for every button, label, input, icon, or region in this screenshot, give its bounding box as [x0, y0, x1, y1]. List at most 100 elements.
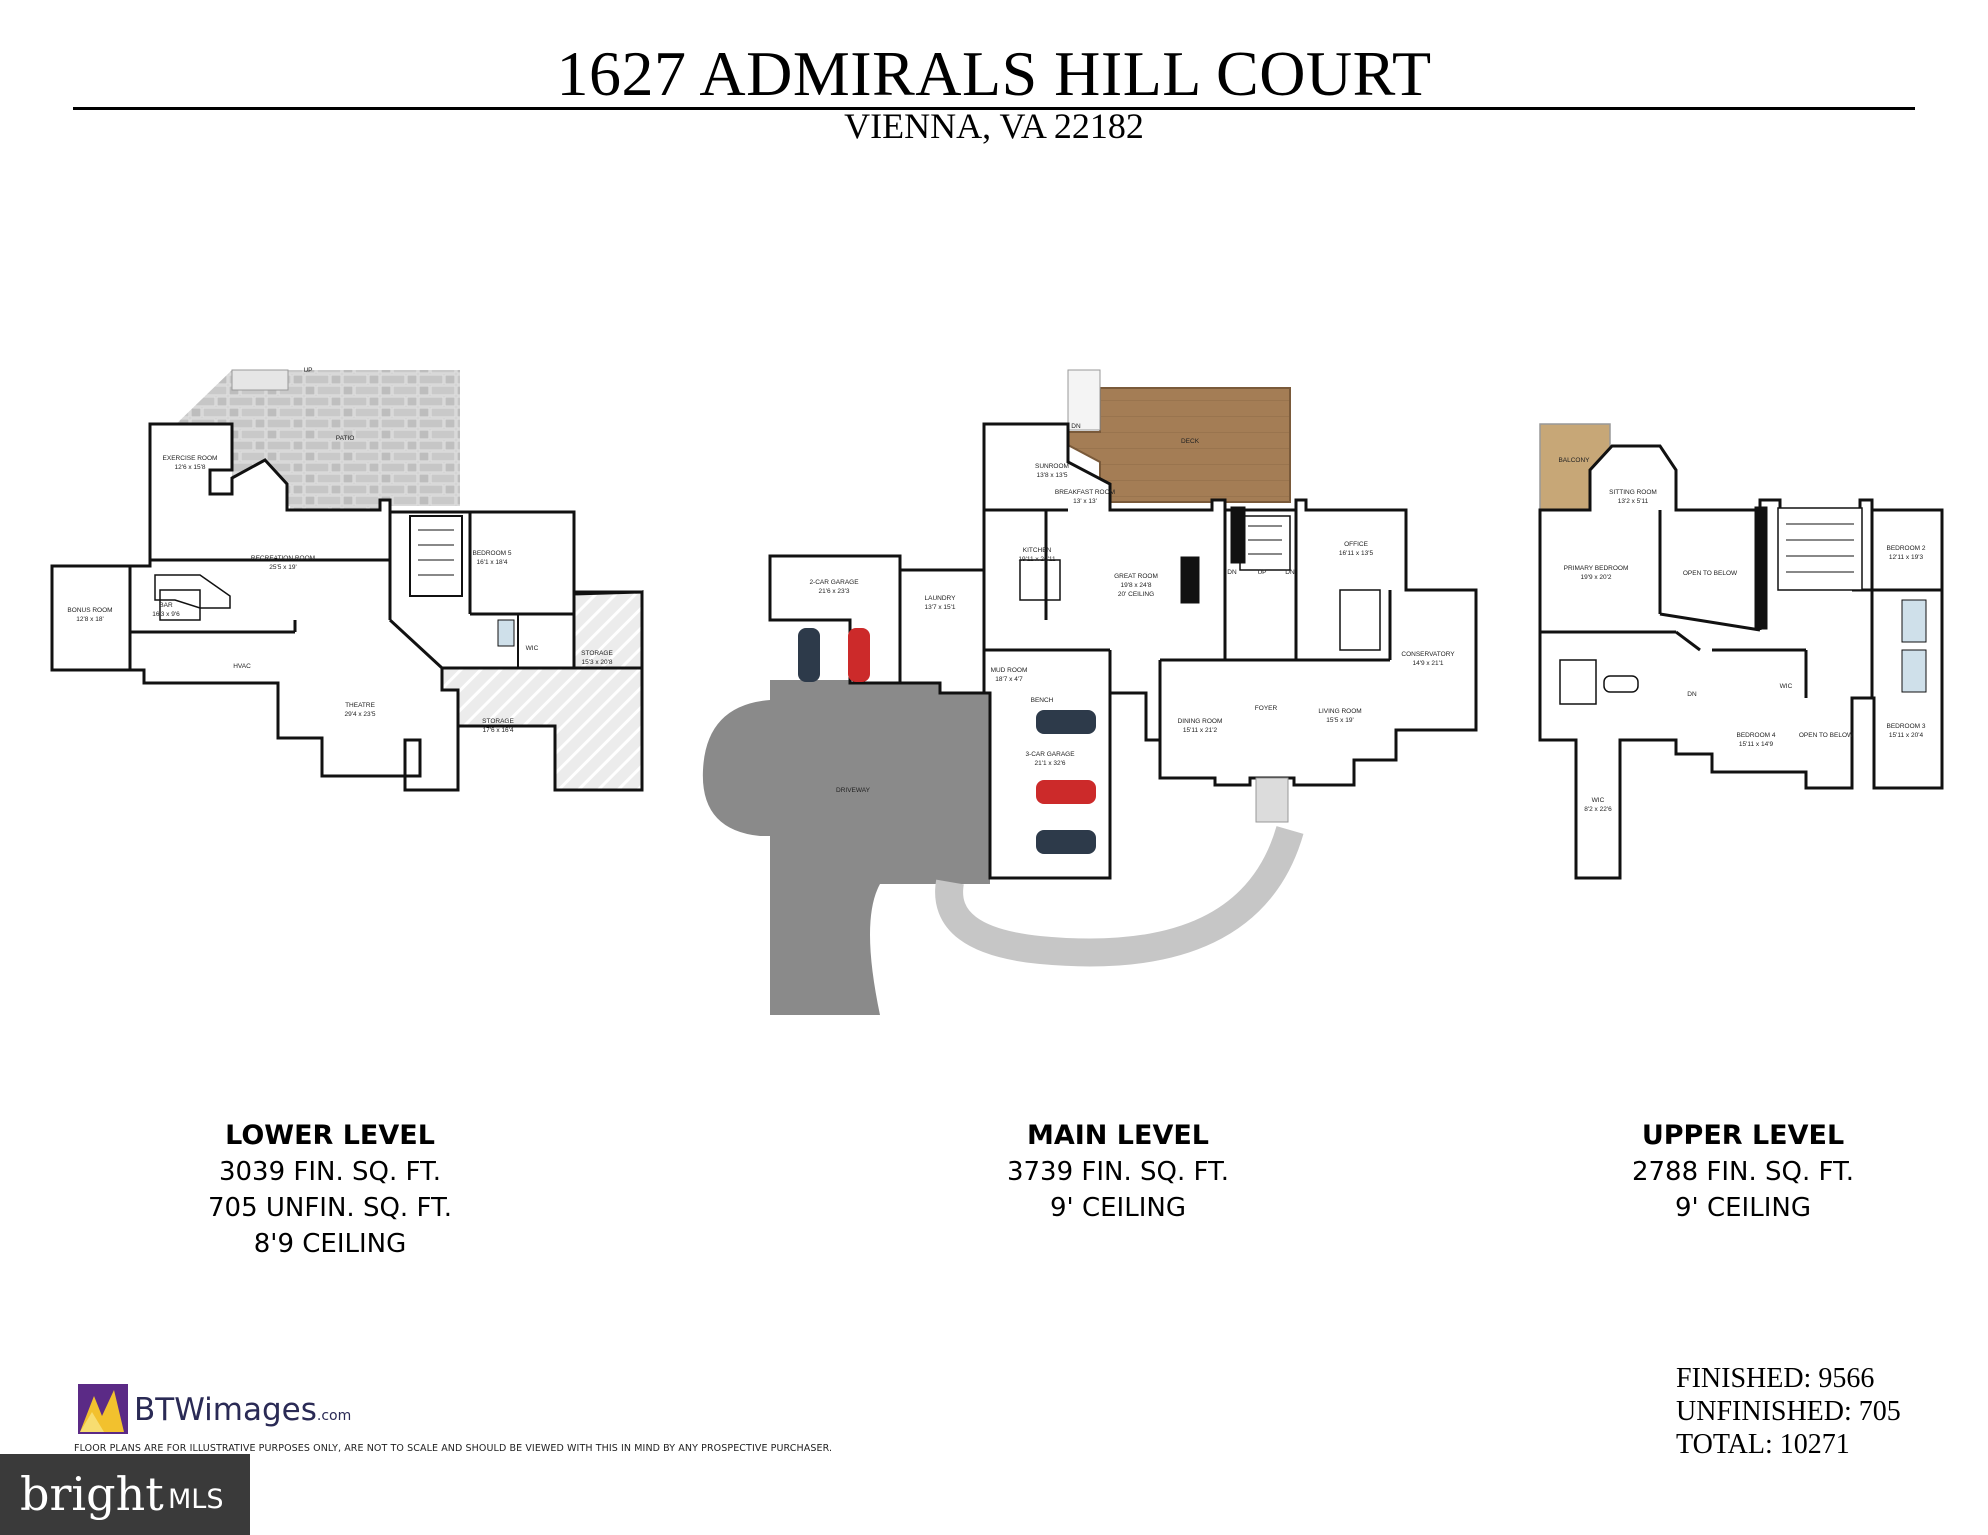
- upper-level-summary: UPPER LEVEL 2788 FIN. SQ. FT. 9' CEILING: [1493, 1118, 1988, 1226]
- svg-text:EXERCISE ROOM: EXERCISE ROOM: [163, 455, 218, 462]
- svg-text:3-CAR GARAGE: 3-CAR GARAGE: [1025, 751, 1075, 758]
- grand-total: TOTAL: 10271: [1676, 1429, 1850, 1460]
- svg-text:16'1 x 18'4: 16'1 x 18'4: [476, 559, 507, 566]
- main-outline: [768, 422, 1478, 880]
- svg-text:15'11 x 14'9: 15'11 x 14'9: [1739, 741, 1774, 748]
- svg-text:BEDROOM 5: BEDROOM 5: [472, 550, 511, 557]
- svg-text:SITTING ROOM: SITTING ROOM: [1609, 489, 1657, 496]
- bright-logo-text: bright: [20, 1467, 164, 1521]
- svg-text:BEDROOM 3: BEDROOM 3: [1886, 723, 1925, 730]
- svg-text:BEDROOM 2: BEDROOM 2: [1886, 545, 1925, 552]
- lower-level-plan: [50, 369, 644, 792]
- svg-text:OPEN TO BELOW: OPEN TO BELOW: [1799, 732, 1854, 739]
- svg-text:19'8 x 24'8: 19'8 x 24'8: [1120, 582, 1151, 589]
- unfinished-total: UNFINISHED: 705: [1676, 1396, 1901, 1427]
- floor-plans: UP PATIO EXERCISE ROOM 12'6 x 15'8 RECRE…: [50, 367, 1944, 1015]
- svg-text:DINING ROOM: DINING ROOM: [1178, 718, 1223, 725]
- page-title: 1627 ADMIRALS HILL COURT: [556, 38, 1432, 109]
- svg-text:12'6 x 15'8: 12'6 x 15'8: [174, 464, 205, 471]
- btw-logo-icon: [78, 1384, 128, 1434]
- upper-level-ceiling: 9' CEILING: [1675, 1193, 1811, 1223]
- svg-text:19'9 x 20'2: 19'9 x 20'2: [1580, 574, 1611, 581]
- svg-text:OPEN TO BELOW: OPEN TO BELOW: [1683, 570, 1738, 577]
- deck: [1067, 387, 1291, 503]
- svg-text:FOYER: FOYER: [1255, 705, 1278, 712]
- svg-text:LIVING ROOM: LIVING ROOM: [1318, 708, 1361, 715]
- svg-text:29'4 x 23'5: 29'4 x 23'5: [344, 711, 375, 718]
- svg-text:14'9 x 21'1: 14'9 x 21'1: [1412, 660, 1443, 667]
- svg-text:15'11 x 20'4: 15'11 x 20'4: [1889, 732, 1924, 739]
- svg-text:BALCONY: BALCONY: [1558, 457, 1590, 464]
- svg-text:WIC: WIC: [1780, 683, 1793, 690]
- svg-text:PRIMARY BEDROOM: PRIMARY BEDROOM: [1564, 565, 1629, 572]
- main-level-labels: DECK SUNROOM 13'8 x 13'5 BREAKFAST ROOM …: [809, 423, 1455, 794]
- page-subtitle: VIENNA, VA 22182: [844, 106, 1144, 146]
- svg-text:DN: DN: [1071, 423, 1081, 430]
- upper-level-finished: 2788 FIN. SQ. FT.: [1631, 1157, 1855, 1187]
- svg-text:15'3 x 20'8: 15'3 x 20'8: [581, 659, 612, 666]
- svg-text:MUD ROOM: MUD ROOM: [991, 667, 1028, 674]
- svg-text:WIC: WIC: [1592, 797, 1605, 804]
- svg-text:HVAC: HVAC: [233, 663, 251, 670]
- lower-level-finished: 3039 FIN. SQ. FT.: [218, 1157, 442, 1187]
- disclaimer: FLOOR PLANS ARE FOR ILLUSTRATIVE PURPOSE…: [74, 1443, 833, 1454]
- svg-text:STORAGE: STORAGE: [482, 718, 514, 725]
- svg-text:19'11 x 20'11: 19'11 x 20'11: [1018, 556, 1056, 563]
- area-totals: FINISHED: 9566 UNFINISHED: 705 TOTAL: 10…: [1676, 1362, 1901, 1461]
- svg-text:DN: DN: [1687, 691, 1697, 698]
- svg-text:15'5 x 19': 15'5 x 19': [1326, 717, 1353, 724]
- svg-text:15'11 x 21'2: 15'11 x 21'2: [1183, 727, 1218, 734]
- btw-logo-name: BTWimages: [134, 1392, 317, 1428]
- svg-text:21'1 x 32'6: 21'1 x 32'6: [1034, 760, 1065, 767]
- svg-text:18'7 x 4'7: 18'7 x 4'7: [995, 676, 1023, 683]
- finished-total: FINISHED: 9566: [1676, 1363, 1875, 1394]
- upper-outline: [1538, 444, 1944, 880]
- walkway-arc: [935, 825, 1304, 967]
- lower-level-labels: UP PATIO EXERCISE ROOM 12'6 x 15'8 RECRE…: [67, 367, 613, 734]
- svg-text:STORAGE: STORAGE: [581, 650, 613, 657]
- svg-text:GREAT ROOM: GREAT ROOM: [1114, 573, 1158, 580]
- svg-text:BENCH: BENCH: [1031, 697, 1054, 704]
- svg-text:12'8 x 18': 12'8 x 18': [76, 616, 103, 623]
- upper-level-name: UPPER LEVEL: [1641, 1120, 1845, 1151]
- main-level-finished: 3739 FIN. SQ. FT.: [1006, 1157, 1230, 1187]
- title-divider: [73, 107, 1915, 110]
- svg-text:BAR: BAR: [159, 602, 173, 609]
- svg-text:DN: DN: [1227, 569, 1237, 576]
- btw-logo-suffix: .com: [316, 1408, 352, 1424]
- svg-text:13'8 x 13'5: 13'8 x 13'5: [1036, 472, 1067, 479]
- svg-text:16'3 x 9'6: 16'3 x 9'6: [152, 611, 180, 618]
- svg-text:21'6 x 23'3: 21'6 x 23'3: [818, 588, 849, 595]
- driveway-pavement: [702, 680, 990, 1015]
- svg-text:12'11 x 19'3: 12'11 x 19'3: [1889, 554, 1924, 561]
- main-level-ceiling: 9' CEILING: [1050, 1193, 1186, 1223]
- main-level-plan: [702, 369, 1478, 1015]
- svg-text:KITCHEN: KITCHEN: [1023, 547, 1052, 554]
- lower-level-summary: LOWER LEVEL 3039 FIN. SQ. FT. 705 UNFIN.…: [80, 1118, 580, 1262]
- main-level-summary: MAIN LEVEL 3739 FIN. SQ. FT. 9' CEILING: [868, 1118, 1368, 1226]
- svg-text:BREAKFAST ROOM: BREAKFAST ROOM: [1055, 489, 1115, 496]
- svg-text:THEATRE: THEATRE: [345, 702, 376, 709]
- lower-level-unfinished: 705 UNFIN. SQ. FT.: [207, 1193, 453, 1223]
- svg-text:DRIVEWAY: DRIVEWAY: [836, 787, 871, 794]
- mls-logo-text: MLS: [168, 1484, 224, 1515]
- lower-level-ceiling: 8'9 CEILING: [253, 1229, 407, 1259]
- svg-text:17'6 x 16'4: 17'6 x 16'4: [482, 727, 513, 734]
- svg-text:13'7 x 15'1: 13'7 x 15'1: [924, 604, 955, 611]
- svg-text:2-CAR GARAGE: 2-CAR GARAGE: [809, 579, 859, 586]
- btw-logo-text: BTWimages.com: [134, 1392, 351, 1428]
- svg-text:13' x 13': 13' x 13': [1073, 498, 1097, 505]
- svg-text:25'5 x 19': 25'5 x 19': [269, 564, 296, 571]
- upper-level-plan: [1538, 423, 1944, 880]
- svg-text:8'2 x 22'6: 8'2 x 22'6: [1584, 806, 1612, 813]
- svg-text:13'2 x 5'11: 13'2 x 5'11: [1618, 498, 1649, 505]
- lower-level-name: LOWER LEVEL: [225, 1120, 435, 1151]
- svg-text:BONUS ROOM: BONUS ROOM: [67, 607, 112, 614]
- svg-text:WIC: WIC: [526, 645, 539, 652]
- svg-text:RECREATION ROOM: RECREATION ROOM: [251, 555, 315, 562]
- svg-text:DN: DN: [1285, 569, 1295, 576]
- svg-text:UP: UP: [1257, 569, 1266, 576]
- bright-mls-badge: [0, 1454, 250, 1535]
- svg-text:PATIO: PATIO: [336, 435, 355, 442]
- svg-text:16'11 x 13'5: 16'11 x 13'5: [1339, 550, 1374, 557]
